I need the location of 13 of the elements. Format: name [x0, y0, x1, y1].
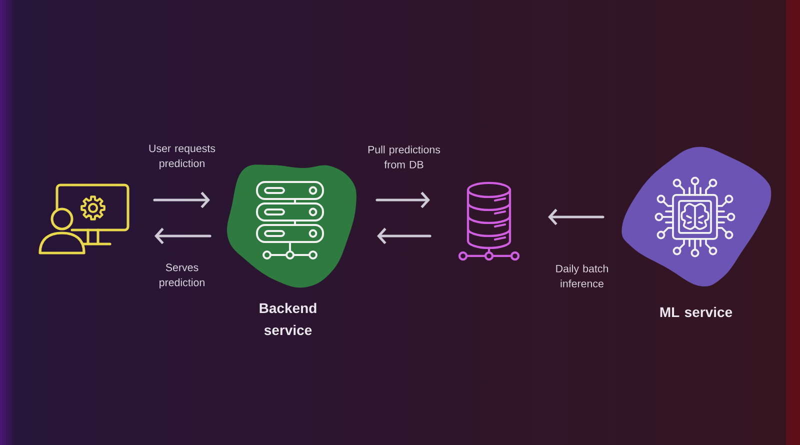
arrow — [153, 192, 210, 208]
arrow — [377, 228, 432, 244]
user-computer-icon — [38, 184, 130, 254]
edge-label: User requests prediction — [149, 144, 216, 170]
edge-label: Pull predictions from DB — [368, 146, 440, 168]
database-icon — [458, 182, 520, 261]
edge-label: Serves prediction — [160, 264, 204, 288]
arrow — [154, 228, 212, 244]
node-label: Backend service — [260, 302, 316, 336]
edge-label: Daily batch inference — [556, 264, 608, 288]
node-label: ML service — [660, 306, 732, 318]
arrow — [376, 192, 430, 208]
arrow — [548, 208, 604, 226]
